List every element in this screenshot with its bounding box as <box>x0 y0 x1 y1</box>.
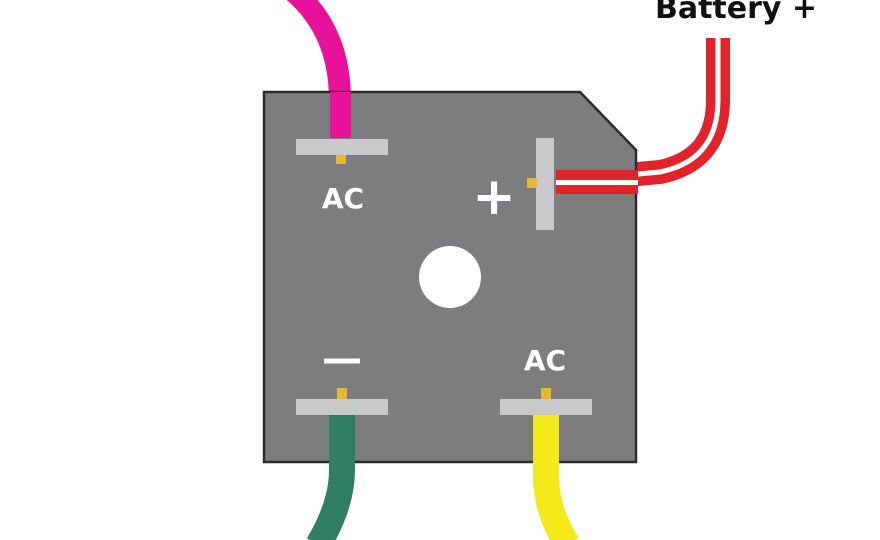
ac-top-label: AC <box>322 182 364 215</box>
yellow-wire-end <box>533 412 559 464</box>
battery-positive-label: Battery + <box>655 0 817 26</box>
green-negative-wire <box>306 410 355 540</box>
mounting-hole <box>419 246 481 308</box>
negative-label: — <box>322 336 362 382</box>
magenta-wire-end <box>330 92 351 138</box>
terminal-ac-bottom <box>500 388 592 415</box>
terminal-ac-top <box>296 139 388 164</box>
red-battery-wire <box>550 38 730 194</box>
terminal-negative <box>296 388 388 415</box>
yellow-ac-wire <box>533 410 579 540</box>
green-wire-end <box>329 412 355 464</box>
positive-label: + <box>472 167 516 227</box>
terminal-positive <box>527 138 554 230</box>
red-wire-stripe-end <box>556 180 638 185</box>
ac-bottom-label: AC <box>524 344 566 377</box>
